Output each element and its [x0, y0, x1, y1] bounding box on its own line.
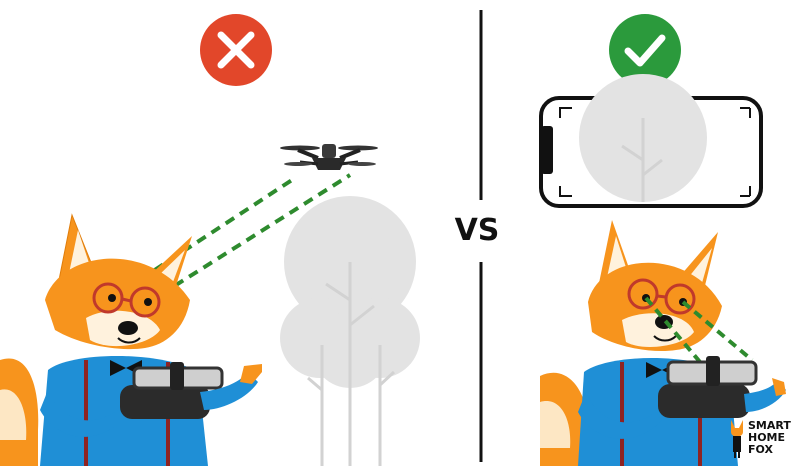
cross-icon	[200, 14, 272, 86]
tree-illustration	[280, 196, 420, 466]
check-icon	[609, 14, 681, 86]
brand-line-3: FOX	[748, 443, 773, 456]
brand-line-1: SMART	[748, 419, 791, 432]
fox-logo-icon	[731, 420, 743, 458]
vs-label: VS	[452, 206, 502, 254]
fox-character-right	[540, 220, 786, 466]
phone-screen-illustration	[539, 74, 763, 208]
drone-icon	[280, 144, 378, 170]
smart-home-fox-logo: SMART HOME FOX	[728, 415, 798, 461]
brand-line-2: HOME	[748, 431, 786, 444]
brand-wordmark: SMART HOME FOX	[748, 420, 791, 456]
fox-character-left	[0, 213, 262, 466]
